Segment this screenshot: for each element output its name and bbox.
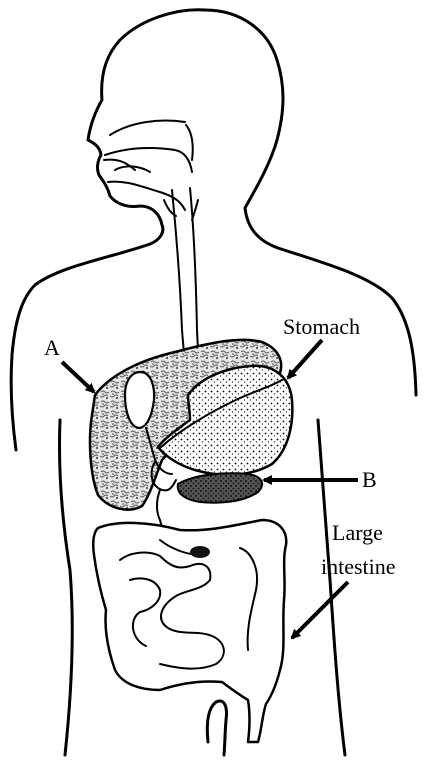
label-large-intestine-line1: Large [332, 520, 383, 545]
arrow-stomach [288, 340, 322, 378]
gallbladder [125, 372, 154, 428]
mouth-nose-cavity [104, 121, 193, 210]
label-stomach: Stomach [283, 314, 360, 339]
label-large-intestine-line2: intestine [321, 554, 396, 579]
arrow-large-intestine [292, 582, 348, 638]
label-b: B [362, 467, 377, 492]
pancreas [178, 473, 262, 502]
arrow-a [62, 362, 94, 392]
rectum [207, 701, 226, 755]
intestines [93, 520, 286, 742]
label-a: A [44, 335, 60, 360]
